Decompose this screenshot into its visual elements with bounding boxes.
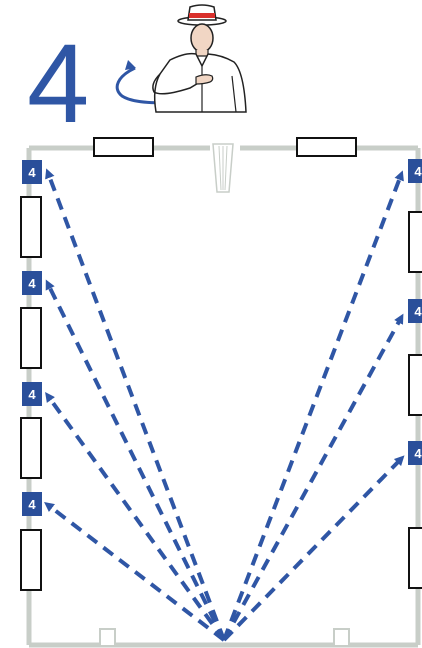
sight-line-right-3 <box>224 459 401 640</box>
hat-band <box>189 13 215 18</box>
badge-label: 4 <box>28 497 36 512</box>
step-number: 4 <box>27 21 89 146</box>
table-top-left <box>94 138 153 156</box>
sight-line-right-1 <box>224 175 401 640</box>
badge-label: 4 <box>28 387 36 402</box>
room-walls <box>29 148 418 645</box>
sight-lines <box>48 173 401 640</box>
table-left-2 <box>21 308 41 368</box>
badge-right-3: 4 <box>408 441 422 465</box>
badge-label: 4 <box>414 446 422 461</box>
badge-left-2: 4 <box>22 271 42 295</box>
bottom-notch-left <box>100 629 115 645</box>
sight-line-right-2 <box>224 318 401 640</box>
badge-right-1: 4 <box>408 159 422 183</box>
table-right-3 <box>409 528 422 588</box>
entrance-door <box>213 144 233 192</box>
sight-line-left-1 <box>48 173 224 640</box>
badge-right-2: 4 <box>408 299 422 323</box>
badge-label: 4 <box>28 276 36 291</box>
table-left-4 <box>21 530 41 590</box>
sight-line-left-4 <box>48 505 224 640</box>
sight-line-left-2 <box>48 284 224 640</box>
sight-line-left-3 <box>48 396 224 640</box>
table-left-3 <box>21 418 41 478</box>
bottom-notch-right <box>334 629 349 645</box>
badge-label: 4 <box>414 304 422 319</box>
waiter-figure-icon <box>153 5 246 112</box>
badge-label: 4 <box>28 165 36 180</box>
table-right-1 <box>409 212 422 272</box>
table-left-1 <box>21 197 41 257</box>
table-right-2 <box>409 355 422 415</box>
badge-left-3: 4 <box>22 382 42 406</box>
badge-left-1: 4 <box>22 160 42 184</box>
badge-label: 4 <box>414 164 422 179</box>
table-top-right <box>297 138 356 156</box>
badge-left-4: 4 <box>22 492 42 516</box>
